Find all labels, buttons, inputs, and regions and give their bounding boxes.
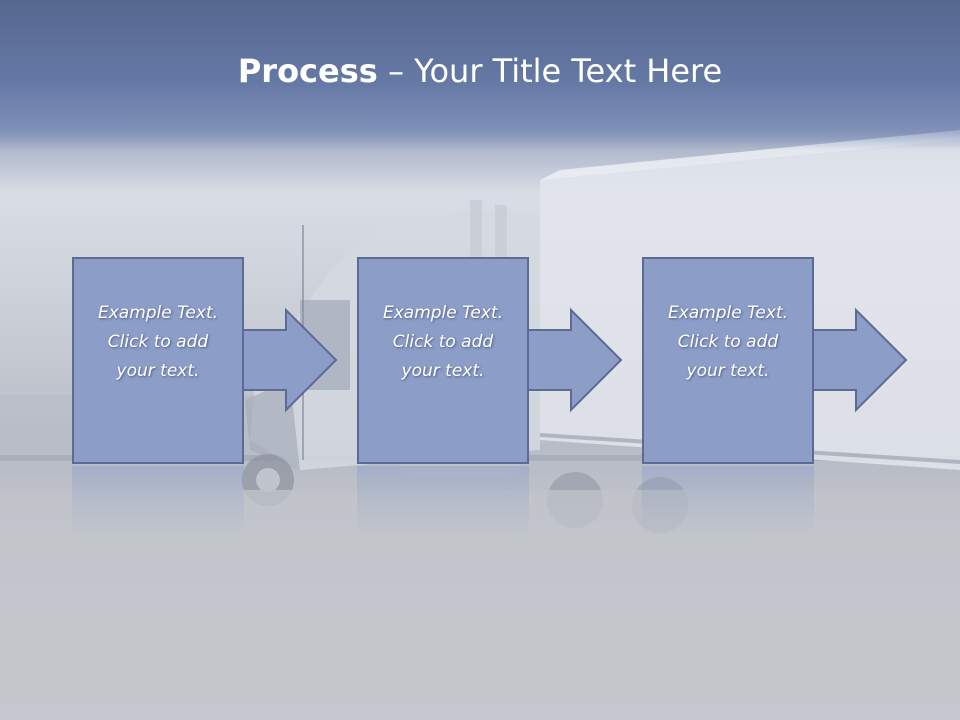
title-band [0, 0, 960, 150]
process-step-box[interactable]: Example Text. Click to add your text. [357, 257, 529, 464]
arrow-right-icon [806, 307, 908, 413]
step-line: Click to add [677, 331, 779, 352]
title-rest: Your Title Text Here [414, 52, 723, 90]
step-line: Example Text. [97, 302, 219, 323]
process-step-box[interactable]: Example Text. Click to add your text. [642, 257, 814, 464]
slide-title[interactable]: Process – Your Title Text Here [0, 52, 960, 90]
step-line: Click to add [107, 331, 209, 352]
step-line: Example Text. [667, 302, 789, 323]
step-line: Example Text. [382, 302, 504, 323]
box-reflection [72, 466, 244, 536]
arrow-right-icon [236, 307, 338, 413]
step-text: Example Text. Click to add your text. [83, 299, 233, 386]
step-line: your text. [116, 360, 200, 381]
title-dash: – [377, 52, 415, 90]
step-text: Example Text. Click to add your text. [653, 299, 803, 386]
step-line: Click to add [392, 331, 494, 352]
step-line: your text. [686, 360, 770, 381]
process-step-box[interactable]: Example Text. Click to add your text. [72, 257, 244, 464]
box-reflection [357, 466, 529, 536]
box-reflection [642, 466, 814, 536]
step-line: your text. [401, 360, 485, 381]
step-text: Example Text. Click to add your text. [368, 299, 518, 386]
arrow-right-icon [521, 307, 623, 413]
title-bold: Process [237, 52, 378, 90]
